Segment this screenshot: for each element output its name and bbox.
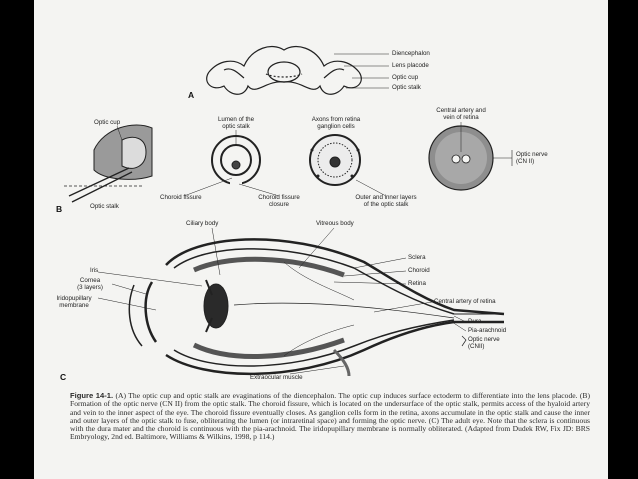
caption-text: (A) The optic cup and optic stalk are ev… (70, 391, 591, 442)
label-ciliary-body: Ciliary body (186, 220, 219, 227)
label-artery-line2: vein of retina (443, 113, 479, 121)
panel-label-b: B (56, 204, 63, 214)
label-layers-line1: Outer and inner layers (355, 194, 417, 201)
panel-label-c: C (60, 372, 67, 382)
label-pia-arachnoid: Pia-arachnoid (468, 327, 507, 334)
label-cornea-line2: (3 layers) (77, 283, 103, 291)
label-fissure-closure-line2: closure (269, 200, 289, 208)
label-axons: Axons from retina ganglion cells (311, 116, 361, 131)
label-optic-cup-a: Optic cup (392, 74, 419, 81)
label-sclera: Sclera (408, 254, 426, 261)
label-layers-line2: of the optic stalk (363, 200, 409, 208)
panel-b-drawing (64, 122, 513, 203)
label-diencephalon: Diencephalon (392, 50, 430, 57)
label-iridopupillary-line1: Iridopupillary (56, 295, 92, 302)
label-fissure-closure: Choroid fissure closure (258, 194, 300, 209)
label-central-artery-retina: Central artery of retina (434, 298, 496, 305)
label-optic-nerve-c: Optic nerve (CNII) (468, 336, 500, 351)
label-fissure-closure-line1: Choroid fissure (258, 194, 300, 201)
label-optic-stalk-b: Optic stalk (90, 203, 119, 210)
label-optic-nerve-c-line1: Optic nerve (468, 336, 500, 343)
figure-caption: Figure 14-1. (A) The optic cup and optic… (70, 391, 591, 442)
panel-c-drawing (97, 227, 505, 377)
label-optic-cup-b: Optic cup (94, 119, 121, 126)
label-axons-line2: ganglion cells (317, 122, 355, 130)
label-lumen: Lumen of the optic stalk (217, 116, 255, 131)
label-choroid: Choroid (408, 267, 430, 274)
label-central-artery-vein: Central artery and vein of retina (436, 107, 486, 122)
label-lens-placode: Lens placode (392, 62, 429, 69)
label-stalk-layers: Outer and inner layers of the optic stal… (355, 194, 417, 209)
label-vitreous-body: Vitreous body (316, 220, 354, 227)
panel-a-drawing (206, 45, 389, 95)
caption-label: Figure 14-1. (70, 391, 114, 400)
label-optic-stalk-a: Optic stalk (392, 84, 421, 91)
textbook-page: A Diencephalon Lens placode Optic cup Op… (34, 0, 608, 479)
label-optic-nerve-b: Optic nerve (CN II) (516, 151, 548, 166)
figure-drawings (64, 45, 513, 377)
label-cornea-line1: Cornea (79, 277, 101, 284)
label-lumen-line1: Lumen of the (217, 116, 255, 123)
label-optic-nerve-b-line2: (CN II) (516, 157, 535, 165)
label-cornea: Cornea (3 layers) (77, 277, 103, 292)
label-optic-nerve-b-line1: Optic nerve (516, 151, 548, 158)
label-choroid-fissure: Choroid fissure (160, 194, 202, 201)
label-axons-line1: Axons from retina (311, 116, 361, 123)
label-extraocular-muscle: Extraocular muscle (250, 374, 303, 381)
label-iris: Iris (90, 267, 99, 274)
label-retina: Retina (408, 280, 426, 287)
label-iridopupillary: Iridopupillary membrane (56, 295, 92, 310)
label-dura: Dura (468, 318, 482, 325)
label-optic-nerve-c-line2: (CNII) (468, 342, 485, 350)
label-artery-line1: Central artery and (436, 107, 486, 114)
label-lumen-line2: optic stalk (222, 122, 250, 130)
label-iridopupillary-line2: membrane (59, 301, 89, 309)
panel-label-a: A (188, 90, 195, 100)
